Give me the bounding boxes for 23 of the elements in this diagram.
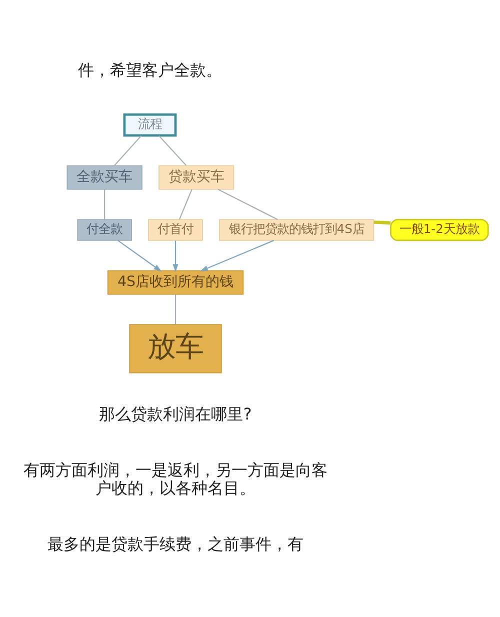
connector <box>158 135 187 166</box>
connector <box>174 294 176 324</box>
node-box: 贷款买车 <box>158 165 234 190</box>
node-box: 付全款 <box>77 219 132 241</box>
node-box: 放车 <box>129 324 222 374</box>
label: 最多的是贷款手续费，之前事件，有 <box>48 534 304 554</box>
label: 件，希望客户全款。 <box>78 60 222 80</box>
connector <box>374 220 391 225</box>
connector <box>104 189 106 220</box>
node-box: 银行把贷款的钱打到4S店 <box>219 219 374 241</box>
connector <box>178 189 192 220</box>
node-box: 一般1-2天放款 <box>390 218 489 242</box>
node-box: 4S店收到所有的钱 <box>107 270 244 295</box>
connector <box>218 188 278 220</box>
label: 那么贷款利润在哪里? <box>99 404 252 424</box>
node-box: 付首付 <box>148 219 203 241</box>
arrow <box>118 240 162 272</box>
arrow <box>200 240 274 272</box>
node-box: 全款买车 <box>66 165 142 190</box>
label: 有两方面利润，一是返利，另一方面是向客户收的，以各种名目。 <box>24 460 328 498</box>
arrow <box>172 240 178 272</box>
connector <box>114 135 142 166</box>
node-box: 流程 <box>123 113 177 137</box>
